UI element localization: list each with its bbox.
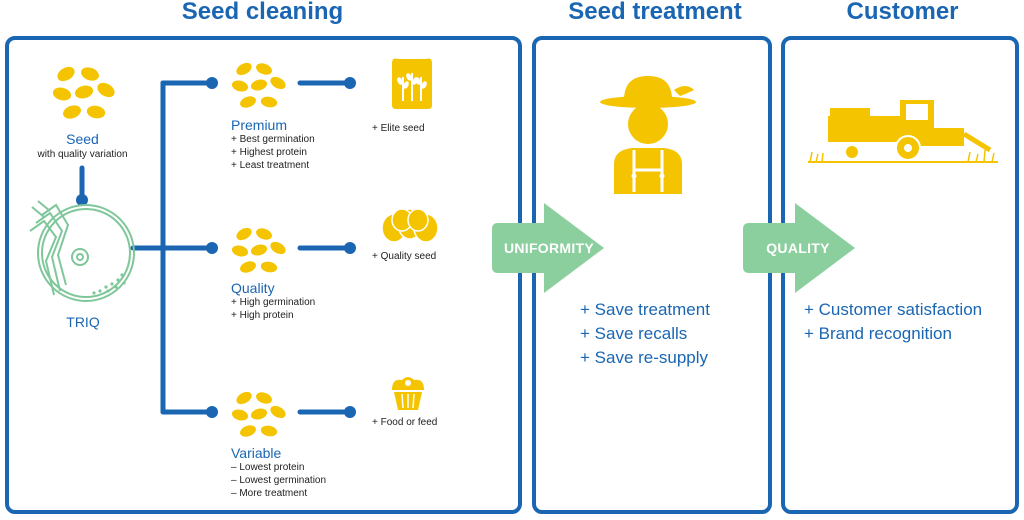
grade-traits-quality: + High germination + High protein: [231, 296, 315, 322]
grade-name-variable: Variable: [231, 445, 282, 461]
treatment-benefits-list: + Save treatment + Save recalls + Save r…: [580, 298, 710, 370]
outcome-food-or-feed: + Food or feed: [372, 417, 438, 428]
grade-traits-premium: + Best germination + Highest protein + L…: [231, 133, 315, 172]
trait: + Highest protein: [231, 147, 307, 158]
outcome-elite-seed: + Elite seed: [372, 123, 425, 134]
benefit-item: + Customer satisfaction: [804, 300, 983, 319]
trait: – Lowest germination: [231, 475, 327, 486]
section-title-seed-treatment: Seed treatment: [568, 0, 742, 25]
benefit-item: + Save re-supply: [580, 348, 709, 367]
grade-name-quality: Quality: [231, 280, 275, 296]
bread-loaf-icon: [381, 208, 439, 243]
section-title-customer: Customer: [846, 0, 959, 25]
premium-grains-icon: [230, 61, 288, 110]
variable-grains-icon: [230, 390, 288, 439]
muffin-icon: [392, 377, 424, 410]
trait: – More treatment: [231, 488, 308, 499]
uniformity-arrow: [492, 203, 604, 293]
triq-label: TRIQ: [66, 314, 100, 330]
customer-benefits-list: + Customer satisfaction + Brand recognit…: [804, 298, 982, 346]
outcome-quality-seed: + Quality seed: [372, 251, 437, 262]
trait: + Least treatment: [231, 160, 310, 171]
uniformity-label: UNIFORMITY: [503, 240, 595, 256]
grade-name-premium: Premium: [231, 117, 288, 133]
benefit-item: + Save treatment: [580, 300, 710, 319]
trait: + High germination: [231, 297, 316, 308]
quality-label: QUALITY: [766, 240, 830, 256]
quality-arrow: [743, 203, 855, 293]
benefit-item: + Brand recognition: [804, 324, 952, 343]
combine-harvester-icon: [808, 100, 998, 163]
seed-title: Seed: [66, 131, 99, 147]
benefit-item: + Save recalls: [580, 324, 688, 343]
quality-grains-icon: [230, 226, 288, 275]
trait: – Lowest protein: [231, 462, 305, 473]
bread-bag-icon: [392, 58, 432, 109]
triq-machine-icon: [29, 200, 135, 302]
trait: + Best germination: [231, 134, 315, 145]
section-title-seed-cleaning: Seed cleaning: [181, 0, 344, 25]
seed-grains-icon: [51, 65, 117, 121]
grade-traits-variable: – Lowest protein – Lowest germination – …: [231, 461, 326, 500]
farmer-icon: [600, 76, 696, 194]
trait: + High protein: [231, 310, 294, 321]
seed-subtitle: with quality variation: [37, 149, 128, 160]
